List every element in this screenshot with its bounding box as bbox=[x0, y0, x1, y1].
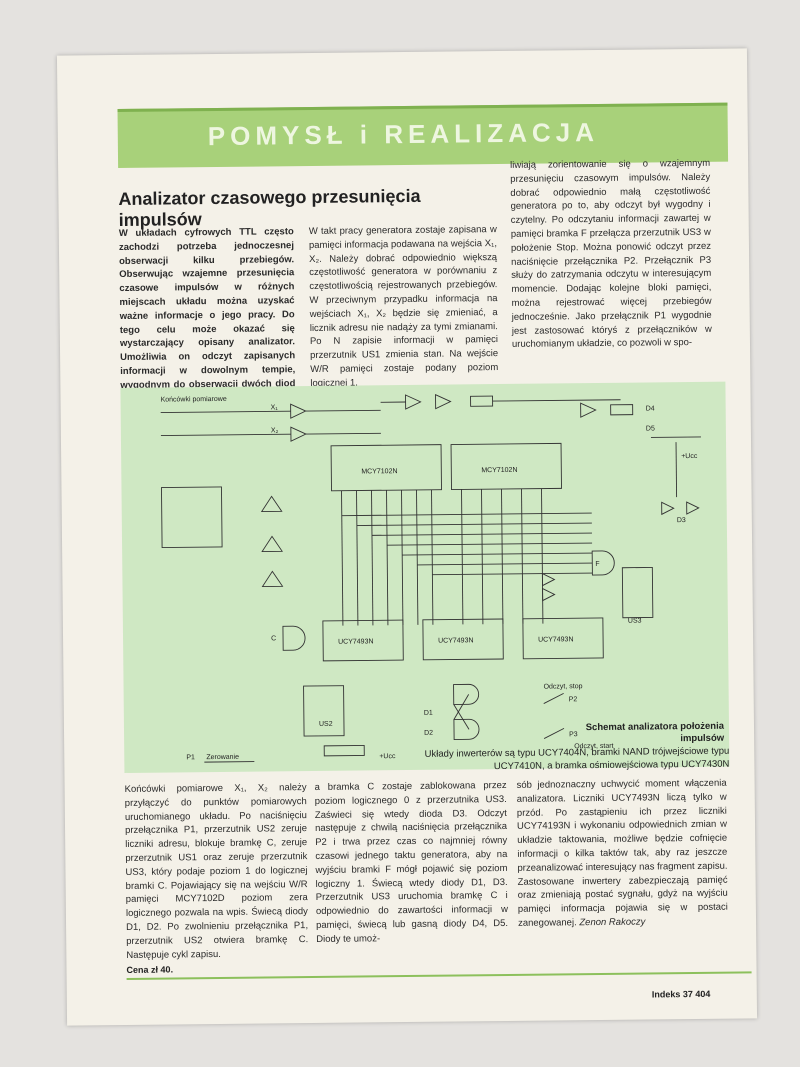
p1-label: P1 bbox=[186, 754, 195, 761]
banner-text: POMYSŁ i REALIZACJA bbox=[207, 116, 600, 152]
d1-label: D1 bbox=[424, 710, 433, 717]
x2-label: X₂ bbox=[271, 427, 279, 434]
article-column-3: liwiają zorientowanie się o wzajemnym pr… bbox=[510, 157, 712, 351]
p3-label: P3 bbox=[569, 731, 578, 738]
gate-c-label: C bbox=[271, 635, 276, 642]
ucc-label: +Ucc bbox=[379, 753, 396, 760]
counter-1-label: UCY7493N bbox=[338, 638, 373, 645]
article-column-2: W takt pracy generatora zostaje zapisana… bbox=[308, 224, 499, 389]
price-label: Cena zł 40. bbox=[126, 964, 174, 975]
d5-label: D5 bbox=[646, 425, 655, 432]
diagram-caption-title: Schemat analizatora położenia impulsów bbox=[585, 720, 725, 745]
memory-chip-1-label: MCY7102N bbox=[361, 468, 397, 475]
article-column-4: Końcówki pomiarowe X₁, X₂ należy przyłąc… bbox=[124, 782, 309, 961]
p2-label: P2 bbox=[569, 696, 578, 703]
d2-label: D2 bbox=[424, 730, 433, 737]
memory-chip-2-label: MCY7102N bbox=[481, 467, 517, 474]
magazine-page: POMYSŁ i REALIZACJA Analizator czasowego… bbox=[56, 48, 758, 1026]
article-column-6: sób jednoznaczny uchwycić moment włączen… bbox=[517, 777, 729, 931]
p1-note: Zerowanie bbox=[206, 754, 239, 761]
counter-3-label: UCY7493N bbox=[538, 636, 573, 643]
ucc-label-right: +Ucc bbox=[681, 453, 698, 460]
diagram-caption-body: Układy inwerterów są typu UCY7404N, bram… bbox=[424, 745, 730, 772]
x1-label: X₁ bbox=[271, 404, 279, 411]
d4-label: D4 bbox=[646, 405, 655, 412]
circuit-diagram: Końcówki pomiarowe X₁ X₂ MCY7102N MCY710… bbox=[120, 381, 730, 773]
circuit-schematic-svg: Końcówki pomiarowe X₁ X₂ MCY7102N MCY710… bbox=[161, 393, 701, 763]
article-column-6-text: sób jednoznaczny uchwycić moment włączen… bbox=[516, 777, 728, 929]
article-column-5: a bramka C zostaje zablokowana przez poz… bbox=[314, 779, 509, 945]
us3-label: US3 bbox=[628, 618, 642, 625]
footer-divider bbox=[126, 971, 752, 980]
read-stop-label: Odczyt, stop bbox=[544, 683, 583, 690]
us2-label: US2 bbox=[319, 721, 333, 728]
read-start-label: Odczyt, start bbox=[574, 743, 613, 750]
index-number: Indeks 37 404 bbox=[651, 988, 711, 1000]
d3-label: D3 bbox=[677, 517, 686, 524]
counter-2-label: UCY7493N bbox=[438, 637, 473, 644]
article-author: Zenon Rakoczy bbox=[579, 916, 646, 929]
gate-f-label: F bbox=[595, 561, 599, 568]
probes-label: Końcówki pomiarowe bbox=[161, 396, 227, 404]
